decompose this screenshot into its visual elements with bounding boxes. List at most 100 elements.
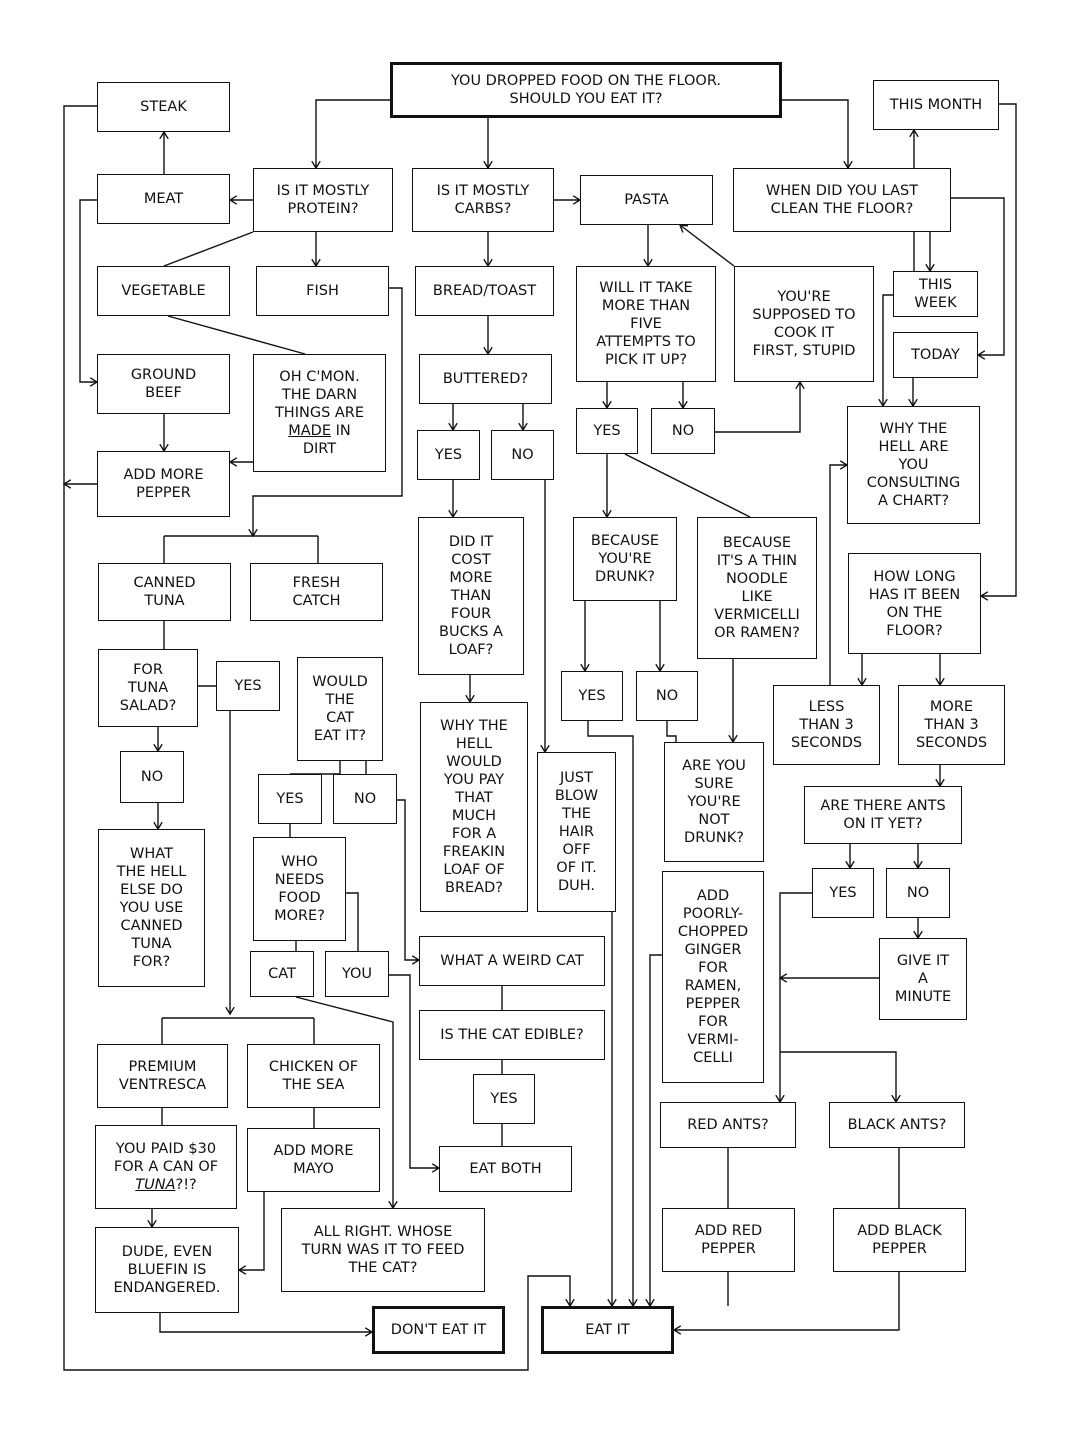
node-pasta: PASTA	[580, 175, 713, 225]
node-steak: STEAK	[97, 82, 230, 132]
node-text: YES	[593, 423, 621, 439]
node-text: BLACK ANTS?	[847, 1117, 947, 1133]
node-ants-yes: YES	[812, 868, 874, 918]
node-text: YES	[578, 688, 606, 704]
node-dont-eat: DON'T EAT IT	[372, 1306, 505, 1354]
connector-line	[389, 974, 439, 1169]
node-ants-no: NO	[886, 868, 950, 918]
node-text: YES	[490, 1091, 518, 1107]
connector-line	[397, 799, 419, 961]
connector-arrowhead	[237, 1265, 247, 1275]
node-text: THIS MONTH	[889, 97, 983, 113]
connector-arrowhead	[228, 457, 238, 467]
connector-arrowhead	[979, 591, 989, 601]
node-ce-yes: YES	[258, 774, 322, 824]
connector-line	[666, 721, 677, 742]
node-black-ants: BLACK ANTS?	[829, 1102, 965, 1148]
connector-line	[290, 761, 341, 775]
connector-line	[252, 287, 403, 536]
node-buttered: BUTTERED?	[419, 354, 552, 404]
node-text: EAT IT	[585, 1322, 630, 1338]
connector-line	[981, 103, 1017, 597]
connector-line	[649, 954, 662, 1306]
node-text: CAT	[268, 966, 296, 982]
node-but-yes: YES	[417, 430, 480, 480]
node-text: WHAT A WEIRD CAT	[440, 953, 584, 969]
connector-line	[315, 99, 390, 168]
node-text: YOU DROPPED FOOD ON THE FLOOR.SHOULD YOU…	[450, 73, 721, 107]
node-text: DON'T EAT IT	[390, 1322, 487, 1338]
node-but-no: NO	[491, 430, 554, 480]
node-text: STEAK	[140, 99, 187, 115]
node-text: YES	[434, 447, 463, 463]
node-text: YES	[829, 885, 857, 901]
connector-line	[295, 996, 394, 1208]
node-text: NO	[671, 423, 695, 439]
node-text: NO	[655, 688, 679, 704]
connector-line	[951, 197, 1005, 356]
node-text: BUTTERED?	[442, 371, 529, 387]
connector-arrowhead	[672, 1325, 682, 1335]
node-vegetable: VEGETABLE	[97, 266, 230, 316]
node-att-no: NO	[651, 408, 715, 454]
node-edible: IS THE CAT EDIBLE?	[419, 1010, 605, 1060]
connector-line	[79, 199, 97, 383]
node-weird: WHAT A WEIRD CAT	[419, 936, 605, 986]
connector-line	[780, 1051, 897, 1102]
connector-line	[882, 294, 893, 406]
node-text: NO	[511, 447, 534, 463]
connector-line	[63, 105, 571, 1371]
node-you: YOU	[325, 951, 389, 997]
node-red-ants: RED ANTS?	[660, 1102, 796, 1148]
node-text: YES	[234, 678, 262, 694]
connector-arrowhead	[62, 479, 72, 489]
node-text: YOU	[341, 966, 373, 982]
connector-arrowhead	[159, 130, 169, 140]
connector-arrowhead	[976, 350, 986, 360]
